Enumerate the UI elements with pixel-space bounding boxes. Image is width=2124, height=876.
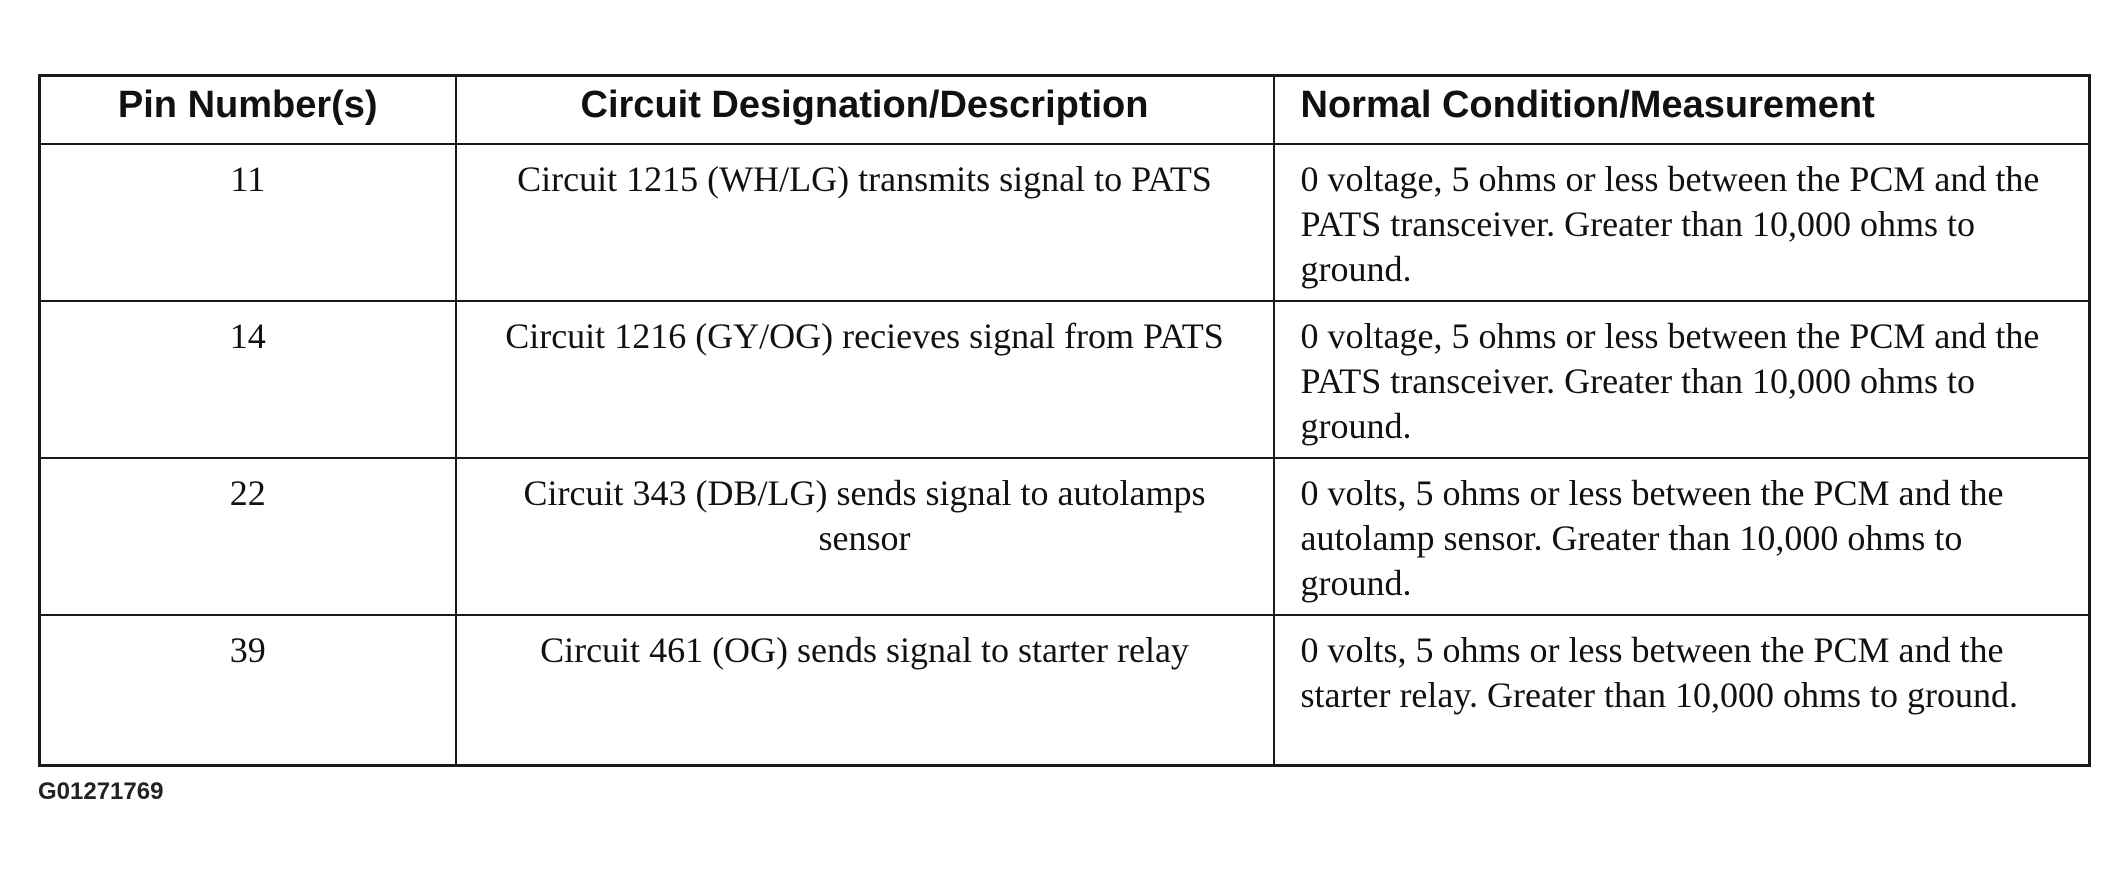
circuit-cell: Circuit 1216 (GY/OG) recieves signal fro… <box>454 300 1275 459</box>
circuit-cell: Circuit 343 (DB/LG) sends signal to auto… <box>454 457 1275 616</box>
table-body: 11 Circuit 1215 (WH/LG) transmits signal… <box>38 143 2091 766</box>
condition-cell: 0 volts, 5 ohms or less between the PCM … <box>1272 457 2091 616</box>
header-circuit-description: Circuit Designation/Description <box>454 74 1275 145</box>
pin-cell: 22 <box>38 457 457 616</box>
pin-circuit-table: Pin Number(s) Circuit Designation/Descri… <box>38 74 2091 767</box>
header-row: Pin Number(s) Circuit Designation/Descri… <box>38 74 2091 145</box>
pin-cell: 14 <box>38 300 457 459</box>
pin-cell: 11 <box>38 143 457 302</box>
circuit-cell: Circuit 461 (OG) sends signal to starter… <box>454 614 1275 766</box>
table-row: 39 Circuit 461 (OG) sends signal to star… <box>38 614 2091 766</box>
condition-cell: 0 voltage, 5 ohms or less between the PC… <box>1272 300 2091 459</box>
table-row: 22 Circuit 343 (DB/LG) sends signal to a… <box>38 457 2091 616</box>
figure-id-label: G01271769 <box>38 778 164 805</box>
table-row: 14 Circuit 1216 (GY/OG) recieves signal … <box>38 300 2091 459</box>
header-normal-condition: Normal Condition/Measurement <box>1272 74 2091 145</box>
circuit-cell: Circuit 1215 (WH/LG) transmits signal to… <box>454 143 1275 302</box>
table-row: 11 Circuit 1215 (WH/LG) transmits signal… <box>38 143 2091 302</box>
pin-cell: 39 <box>38 614 457 766</box>
header-pin-numbers: Pin Number(s) <box>38 74 457 145</box>
condition-cell: 0 voltage, 5 ohms or less between the PC… <box>1272 143 2091 302</box>
condition-cell: 0 volts, 5 ohms or less between the PCM … <box>1272 614 2091 766</box>
table-header: Pin Number(s) Circuit Designation/Descri… <box>38 74 2091 145</box>
